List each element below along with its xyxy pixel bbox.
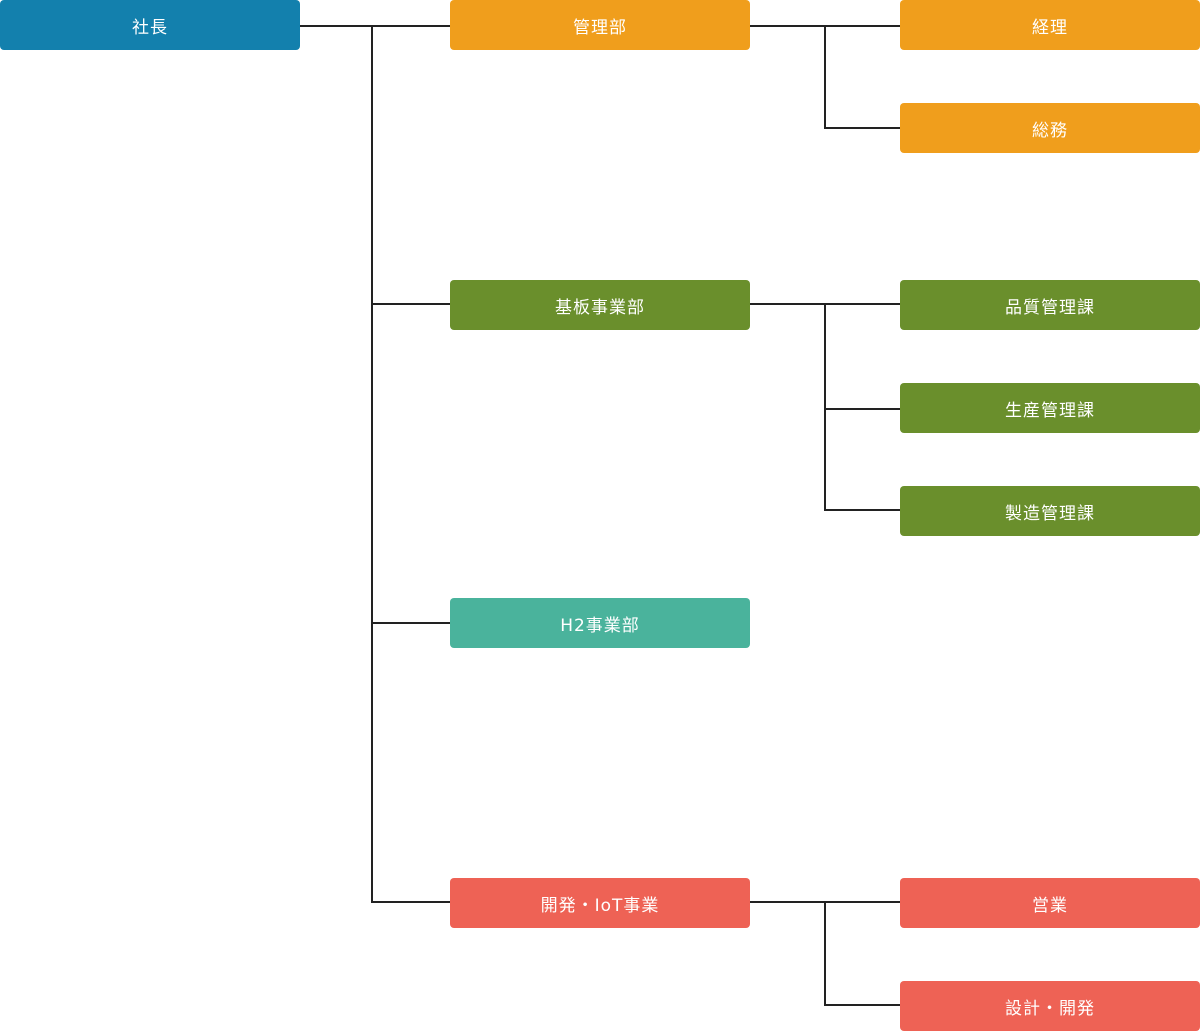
org-node-admin: 管理部 — [450, 0, 750, 50]
org-node-design-dev: 設計・開発 — [900, 981, 1200, 1031]
org-node-sales: 営業 — [900, 878, 1200, 928]
org-node-dev-iot: 開発・IoT事業 — [450, 878, 750, 928]
connector-line — [371, 622, 450, 624]
connector-line — [824, 303, 826, 511]
connector-line — [824, 127, 900, 129]
connector-line — [371, 303, 450, 305]
connector-line — [300, 25, 450, 27]
connector-line — [824, 509, 900, 511]
org-node-general-affairs: 総務 — [900, 103, 1200, 153]
org-node-accounting: 経理 — [900, 0, 1200, 50]
org-node-manufacturing-control: 製造管理課 — [900, 486, 1200, 536]
connector-line — [371, 901, 450, 903]
org-node-president: 社長 — [0, 0, 300, 50]
org-node-production-control: 生産管理課 — [900, 383, 1200, 433]
connector-line — [824, 408, 900, 410]
org-node-quality-control: 品質管理課 — [900, 280, 1200, 330]
connector-line — [824, 901, 826, 1005]
org-node-board-division: 基板事業部 — [450, 280, 750, 330]
connector-line — [824, 1004, 900, 1006]
connector-line — [824, 25, 826, 129]
connector-line — [371, 25, 373, 903]
org-node-h2-division: H2事業部 — [450, 598, 750, 648]
